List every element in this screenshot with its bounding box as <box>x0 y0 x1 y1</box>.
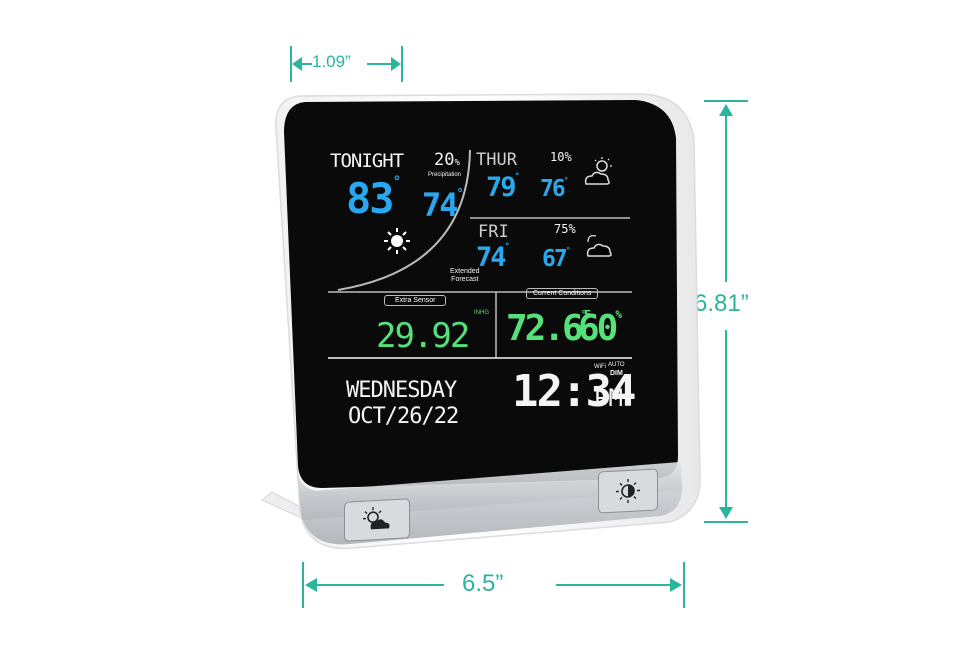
height-label: 6.81” <box>694 290 749 317</box>
clock-ampm: PM <box>594 384 623 412</box>
lcd-dividers <box>328 149 632 359</box>
thursday-low: 76° <box>540 176 568 202</box>
wifi-label: WiFi <box>594 364 606 370</box>
forecast-button[interactable] <box>344 498 410 542</box>
tonight-label: TONIGHT <box>330 150 404 172</box>
auto-label: AUTO <box>608 362 625 368</box>
depth-label: 1.09” <box>312 52 351 71</box>
friday-low: 67° <box>542 246 570 272</box>
friday-precip: 75% <box>554 222 576 236</box>
sun-icon <box>384 228 410 254</box>
current-humidity: 60% <box>578 308 622 349</box>
thursday-high: 79° <box>486 172 520 203</box>
brightness-icon <box>616 478 640 504</box>
tonight-low: 74° <box>422 186 464 224</box>
current-temperature: 72.6°F <box>506 308 591 349</box>
precipitation-label: Precipitation <box>428 172 462 178</box>
lcd-screen: TONIGHT 20% Precipitation 83° 74° Extend… <box>328 148 636 430</box>
tonight-precip-value: 20% <box>434 150 460 170</box>
dim-label: DIM <box>610 370 623 377</box>
pressure-value: 29.92 <box>376 316 470 356</box>
tonight-high: 83° <box>346 174 401 223</box>
extended-forecast-label: Extended Forecast <box>450 268 480 283</box>
width-label: 6.5” <box>462 570 504 597</box>
extra-sensor-label: Extra Sensor <box>384 295 447 306</box>
partly-cloudy-icon <box>586 234 612 257</box>
friday-label: FRI <box>478 222 509 242</box>
thursday-precip: 10% <box>550 150 572 164</box>
pressure-unit: INHG <box>474 310 489 316</box>
clock-time: 12:34 <box>512 366 636 417</box>
partly-cloudy-icon <box>584 157 612 185</box>
brightness-button[interactable] <box>598 468 658 514</box>
date: OCT/26/22 <box>348 404 459 429</box>
friday-high: 74° <box>476 242 510 273</box>
current-conditions-label: Current Conditions <box>526 288 599 299</box>
sun-cloud-icon <box>363 507 390 530</box>
thursday-label: THUR <box>476 150 517 170</box>
weekday: WEDNESDAY <box>346 378 457 403</box>
